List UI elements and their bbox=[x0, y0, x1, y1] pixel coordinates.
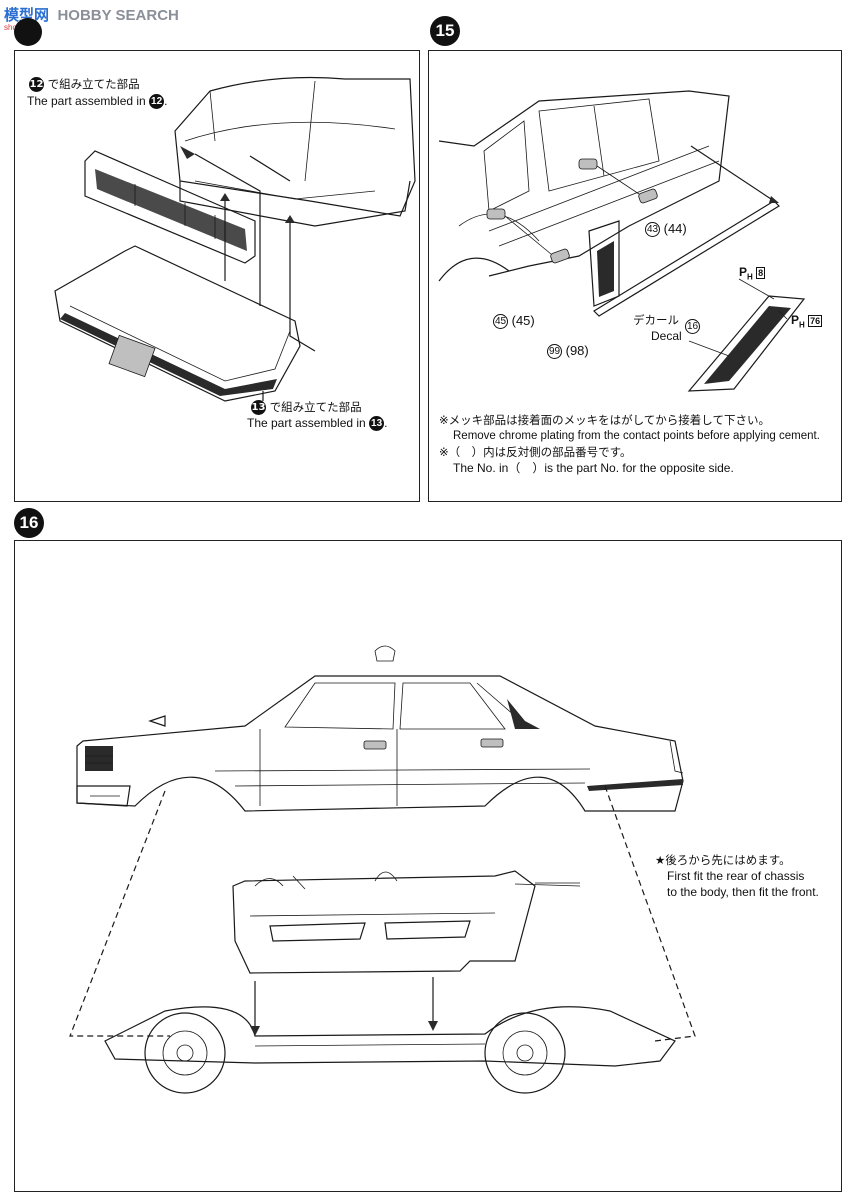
ph-h: H bbox=[747, 272, 753, 282]
ph-8-box: 8 bbox=[756, 267, 766, 279]
note-2-en: The No. in（ ）is the part No. for the opp… bbox=[453, 461, 734, 475]
step-14-bottom-label-jp: 13 で組み立てた部品 bbox=[251, 400, 362, 415]
step-14-bottom-label-en: The part assembled in 13. bbox=[247, 416, 388, 432]
ref-13-icon: 13 bbox=[251, 400, 266, 415]
step-14-top-label-jp: 12 で組み立てた部品 bbox=[29, 77, 140, 92]
part-99-label: 99 (98) bbox=[547, 343, 589, 360]
note-1-jp: ※メッキ部品は接着面のメッキをはがしてから接着して下さい。 bbox=[439, 413, 770, 427]
step-16-note-jp: ★後ろから先にはめます。 bbox=[655, 853, 791, 867]
ph-8-label: PH 8 bbox=[739, 265, 766, 284]
period-2: . bbox=[384, 416, 388, 430]
decal-label-en-text: Decal bbox=[651, 329, 682, 343]
step-14-top-label-jp-text: で組み立てた部品 bbox=[47, 77, 140, 91]
part-99-number: 99 bbox=[547, 344, 562, 360]
step-16-note-en-1: First fit the rear of chassis bbox=[667, 869, 805, 883]
watermark-brand: HOBBY SEARCH bbox=[57, 7, 179, 24]
step-14-top-label-en-text: The part assembled in bbox=[27, 94, 146, 108]
ph-h-2: H bbox=[799, 320, 805, 330]
step-16-panel: ★後ろから先にはめます。 First fit the rear of chass… bbox=[14, 540, 842, 1192]
ph-76-label: PH 76 bbox=[791, 313, 823, 332]
part-44-number: (44) bbox=[663, 221, 687, 236]
step-15-number-badge: 15 bbox=[430, 16, 460, 46]
decal-label-jp: デカール bbox=[633, 313, 679, 327]
ref-13-icon-en: 13 bbox=[369, 416, 385, 432]
part-98-number: (98) bbox=[565, 343, 589, 358]
step-16-note-en-2: to the body, then fit the front. bbox=[667, 885, 819, 899]
decal-label-en: Decal 16 bbox=[651, 319, 701, 344]
part-43-number: 43 bbox=[645, 222, 660, 238]
part-43-label: 43 (44) bbox=[645, 221, 687, 238]
decal-16-number: 16 bbox=[685, 319, 701, 335]
step-14-number-badge bbox=[14, 18, 42, 46]
part-45-label: 45 (45) bbox=[493, 313, 535, 330]
note-1-en: Remove chrome plating from the contact p… bbox=[453, 430, 820, 442]
watermark-logo-text: 模型网 bbox=[4, 6, 50, 24]
step-14-bottom-label-en-text: The part assembled in bbox=[247, 416, 366, 430]
note-2-jp: ※（ ）内は反対側の部品番号です。 bbox=[439, 445, 632, 459]
step-14-illustration bbox=[54, 76, 416, 402]
ph-p-2: P bbox=[791, 313, 800, 327]
ref-12-icon: 12 bbox=[29, 77, 44, 92]
step-15-panel: 43 (44) 45 (45) 99 (98) PH 8 PH 76 デカール … bbox=[428, 50, 842, 502]
step-14-panel: 12 で組み立てた部品 The part assembled in 12. 13… bbox=[14, 50, 420, 502]
step-14-bottom-label-jp-text: で組み立てた部品 bbox=[269, 400, 362, 414]
part-45b-number: (45) bbox=[511, 313, 535, 328]
period-1: . bbox=[164, 94, 168, 108]
step-15-illustration bbox=[438, 90, 806, 392]
ref-12-icon-en: 12 bbox=[149, 94, 165, 110]
part-45-number: 45 bbox=[493, 314, 508, 330]
ph-p: P bbox=[739, 265, 748, 279]
step-16-number-badge: 16 bbox=[14, 508, 44, 538]
step-14-top-label-en: The part assembled in 12. bbox=[27, 94, 168, 110]
ph-76-box: 76 bbox=[808, 315, 823, 327]
step-16-illustration bbox=[69, 645, 696, 1094]
